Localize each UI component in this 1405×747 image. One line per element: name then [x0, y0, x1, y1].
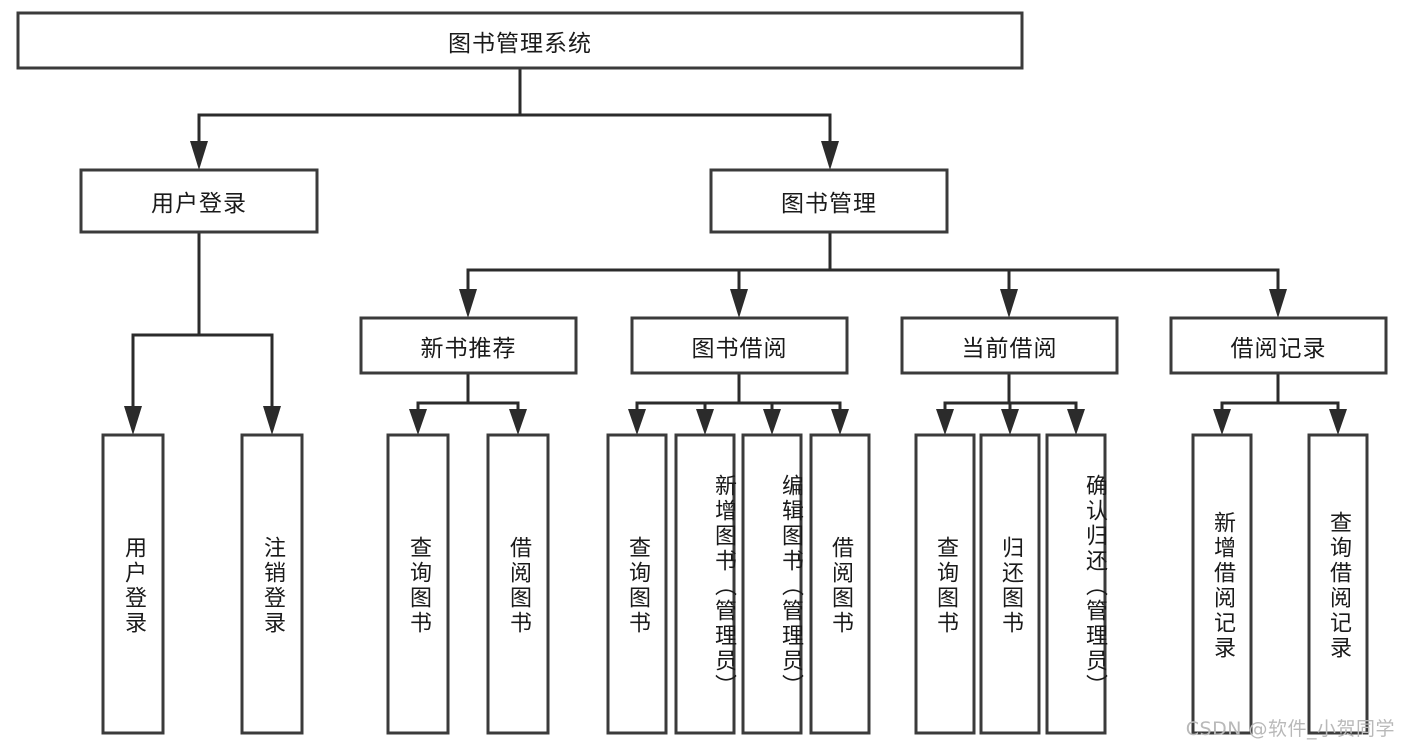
- node-box-leaf-return-book[interactable]: [979, 433, 1041, 735]
- node-box-leaf-user-login[interactable]: [101, 433, 165, 735]
- arrow-head-user-login: [190, 141, 208, 170]
- node-box-current-borrow[interactable]: [900, 316, 1119, 375]
- node-box-root[interactable]: [16, 11, 1024, 70]
- node-box-leaf-user-logout[interactable]: [240, 433, 304, 735]
- node-box-leaf-add-record[interactable]: [1191, 433, 1253, 735]
- node-box-book-manage[interactable]: [709, 168, 949, 234]
- arrow-head-leaf-query-record: [1329, 409, 1347, 435]
- connector-group-root: [190, 66, 839, 170]
- node-box-leaf-borrow-book-1[interactable]: [486, 433, 550, 735]
- connector-group-book-manage: [459, 230, 1287, 318]
- arrow-head-leaf-query-book-2: [628, 409, 646, 435]
- node-box-leaf-edit-book[interactable]: [741, 433, 803, 735]
- node-box-leaf-add-book[interactable]: [674, 433, 736, 735]
- arrow-head-leaf-confirm-return: [1067, 409, 1085, 435]
- arrow-head-leaf-query-book-1: [409, 409, 427, 435]
- arrow-head-leaf-add-book: [696, 409, 714, 435]
- arrow-head-book-manage: [821, 141, 839, 170]
- arrow-head-leaf-borrow-book-2: [831, 409, 849, 435]
- arrow-head-book-borrow: [730, 289, 748, 318]
- node-box-user-login[interactable]: [79, 168, 319, 234]
- node-box-new-book-recommend[interactable]: [359, 316, 578, 375]
- node-box-leaf-query-book-1[interactable]: [386, 433, 450, 735]
- arrow-head-leaf-borrow-book-1: [509, 409, 527, 435]
- node-box-borrow-record[interactable]: [1169, 316, 1388, 375]
- arrow-head-leaf-user-login: [124, 406, 142, 435]
- node-box-leaf-confirm-return[interactable]: [1045, 433, 1107, 735]
- connector-group-current-borrow: [936, 371, 1085, 435]
- arrow-head-new-book-recommend: [459, 289, 477, 318]
- node-box-book-borrow[interactable]: [630, 316, 849, 375]
- node-box-leaf-query-book-2[interactable]: [606, 433, 668, 735]
- arrow-head-leaf-query-book-3: [936, 409, 954, 435]
- node-box-leaf-query-book-3[interactable]: [914, 433, 976, 735]
- arrow-head-leaf-edit-book: [763, 409, 781, 435]
- connector-group-book-borrow: [628, 371, 849, 435]
- connector-group-borrow-record: [1213, 371, 1347, 435]
- arrow-head-leaf-add-record: [1213, 409, 1231, 435]
- arrow-head-leaf-user-logout: [263, 406, 281, 435]
- connector-group-user-login: [124, 230, 281, 435]
- arrow-head-leaf-return-book: [1001, 409, 1019, 435]
- arrow-head-borrow-record: [1269, 289, 1287, 318]
- connector-group-new-book-recommend: [409, 371, 527, 435]
- arrow-head-current-borrow: [1000, 289, 1018, 318]
- node-box-leaf-query-record[interactable]: [1307, 433, 1369, 735]
- node-box-leaf-borrow-book-2[interactable]: [809, 433, 871, 735]
